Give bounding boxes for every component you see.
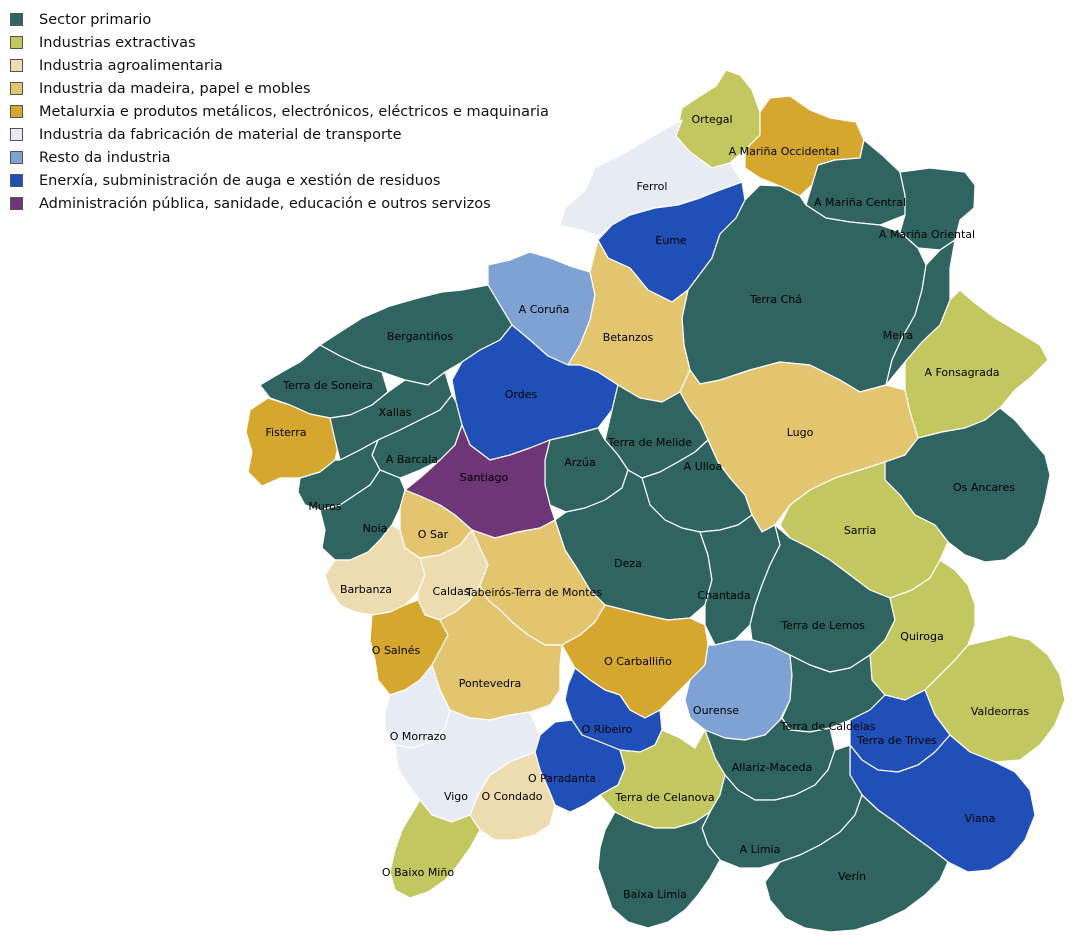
region-label-a-ulloa: A Ulloa: [684, 460, 723, 473]
region-label-terra-de-soneira: Terra de Soneira: [282, 379, 373, 392]
region-label-viana: Viana: [965, 812, 996, 825]
region-label-betanzos: Betanzos: [603, 331, 654, 344]
region-label-a-fonsagrada: A Fonsagrada: [924, 366, 999, 379]
region-label-o-morrazo: O Morrazo: [390, 730, 447, 743]
region-label-ordes: Ordes: [505, 388, 538, 401]
region-label-pontevedra: Pontevedra: [459, 677, 522, 690]
region-o-condado: [469, 751, 556, 841]
region-label-chantada: Chantada: [697, 589, 750, 602]
region-label-terra-de-celanova: Terra de Celanova: [614, 791, 714, 804]
region-label-bergantinos: Bergantiños: [387, 330, 453, 343]
legend-label: Sector primario: [39, 11, 152, 28]
region-label-baixa-limia: Baixa Limia: [623, 888, 687, 901]
legend-label: Industria da fabricación de material de …: [39, 126, 402, 143]
region-label-o-paradanta: O Paradanta: [528, 772, 596, 785]
legend-label: Administración pública, sanidade, educac…: [39, 195, 491, 212]
region-label-ourense: Ourense: [693, 704, 739, 717]
region-label-os-ancares: Os Ancares: [953, 481, 1015, 494]
legend-item-agro: Industria agroalimentaria: [10, 54, 549, 77]
region-label-terra-de-melide: Terra de Melide: [607, 436, 692, 449]
region-label-o-carballino: O Carballiño: [604, 655, 672, 668]
legend-label: Industria agroalimentaria: [39, 57, 223, 74]
region-label-valdeorras: Valdeorras: [971, 705, 1030, 718]
legend-item-primario: Sector primario: [10, 8, 549, 31]
region-label-fisterra: Fisterra: [266, 426, 307, 439]
region-label-santiago: Santiago: [460, 471, 509, 484]
legend-item-metal: Metalurxia e produtos metálicos, electró…: [10, 100, 549, 123]
legend-swatch: [10, 82, 23, 95]
region-label-lugo: Lugo: [787, 426, 814, 439]
region-label-o-ribeiro: O Ribeiro: [582, 723, 633, 736]
region-label-o-sar: O Sar: [418, 528, 449, 541]
legend-label: Resto da industria: [39, 149, 171, 166]
region-label-sarria: Sarria: [844, 524, 876, 537]
legend-label: Industria da madeira, papel e mobles: [39, 80, 311, 97]
region-label-a-barcala: A Barcala: [386, 453, 438, 466]
region-baixa-limia: [597, 811, 721, 929]
region-label-meira: Meira: [883, 329, 914, 342]
region-label-o-condado: O Condado: [482, 790, 543, 803]
legend-item-madeira: Industria da madeira, papel e mobles: [10, 77, 549, 100]
region-label-a-marina-oriental: A Mariña Oriental: [879, 228, 975, 241]
region-label-terra-cha: Terra Chá: [749, 293, 802, 306]
region-label-muros: Muros: [308, 500, 341, 513]
legend-label: Enerxía, subministración de auga e xesti…: [39, 172, 441, 189]
region-label-a-marina-occidental: A Mariña Occidental: [729, 145, 840, 158]
region-label-verin: Verín: [838, 870, 866, 883]
region-label-a-coruna: A Coruña: [519, 303, 570, 316]
legend-swatch: [10, 128, 23, 141]
region-label-deza: Deza: [614, 557, 642, 570]
legend-item-admin: Administración pública, sanidade, educac…: [10, 192, 549, 215]
legend-swatch: [10, 105, 23, 118]
legend-label: Metalurxia e produtos metálicos, electró…: [39, 103, 549, 120]
legend-item-resto: Resto da industria: [10, 146, 549, 169]
region-label-xallas: Xallas: [379, 406, 412, 419]
region-label-a-limia: A Limia: [740, 843, 781, 856]
legend-swatch: [10, 36, 23, 49]
region-o-baixo-mino: [389, 799, 481, 899]
region-label-eume: Eume: [655, 234, 687, 247]
region-a-limia: [701, 744, 863, 869]
region-label-terra-de-caldelas: Terra de Caldelas: [780, 720, 876, 733]
legend-swatch: [10, 197, 23, 210]
legend-item-extractivas: Industrias extractivas: [10, 31, 549, 54]
legend-label: Industrias extractivas: [39, 34, 196, 51]
region-label-o-baixo-mino: O Baixo Miño: [382, 866, 454, 879]
region-label-terra-de-trives: Terra de Trives: [856, 734, 937, 747]
region-label-barbanza: Barbanza: [340, 583, 392, 596]
legend-swatch: [10, 174, 23, 187]
region-label-caldas: Caldas: [433, 585, 470, 598]
region-label-tabeiros-terra-de-montes: Tabeirós-Terra de Montes: [465, 586, 602, 599]
legend-item-transporte: Industria da fabricación de material de …: [10, 123, 549, 146]
region-label-noia: Noia: [363, 522, 388, 535]
region-verin: [764, 794, 949, 933]
legend-swatch: [10, 13, 23, 26]
region-label-quiroga: Quiroga: [900, 630, 943, 643]
region-label-vigo: Vigo: [444, 790, 468, 803]
region-label-ferrol: Ferrol: [637, 180, 668, 193]
region-label-arzua: Arzúa: [564, 456, 596, 469]
legend-swatch: [10, 59, 23, 72]
legend-swatch: [10, 151, 23, 164]
region-noia: [319, 469, 406, 561]
region-label-o-salnes: O Salnés: [372, 644, 421, 657]
region-label-terra-de-lemos: Terra de Lemos: [780, 619, 865, 632]
region-label-allariz-maceda: Allariz-Maceda: [732, 761, 812, 774]
legend-item-enerxia: Enerxía, subministración de auga e xesti…: [10, 169, 549, 192]
region-label-ortegal: Ortegal: [691, 113, 732, 126]
region-label-a-marina-central: A Mariña Central: [814, 196, 906, 209]
